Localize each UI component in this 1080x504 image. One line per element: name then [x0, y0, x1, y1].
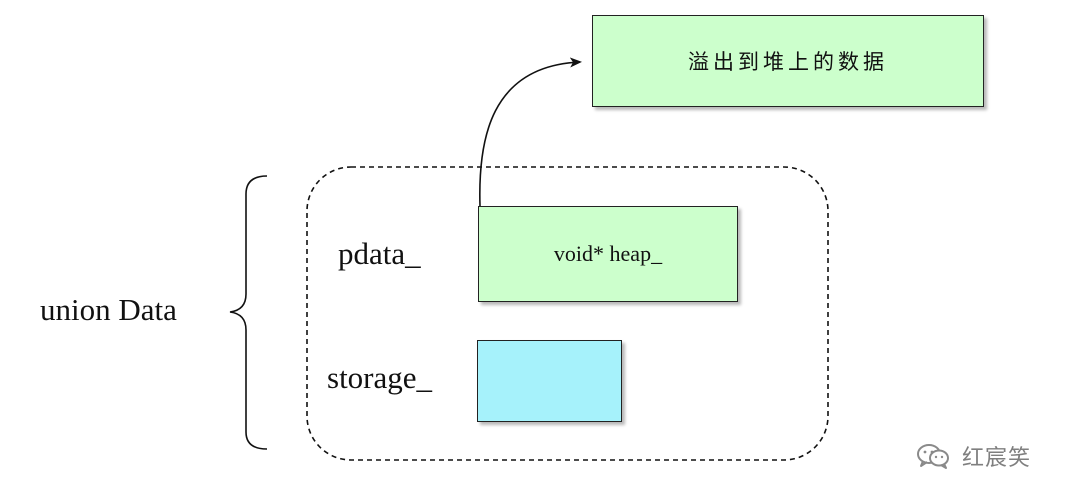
union-data-label: union Data	[40, 292, 177, 327]
storage-box	[477, 340, 622, 422]
heap-data-label: 溢出到堆上的数据	[688, 50, 888, 74]
pdata-box: void* heap_	[478, 206, 738, 302]
union-brace	[229, 175, 268, 450]
watermark: 红宸笑	[914, 438, 1031, 474]
storage-member-label: storage_	[327, 360, 433, 395]
heap-pointer-arrow	[479, 57, 582, 207]
pdata-member-label: pdata_	[338, 236, 421, 271]
union-container	[306, 166, 829, 461]
pdata-box-label: void* heap_	[553, 241, 663, 266]
wechat-icon	[917, 444, 949, 469]
watermark-text: 红宸笑	[962, 446, 1032, 471]
heap-data-box: 溢出到堆上的数据	[592, 15, 984, 107]
